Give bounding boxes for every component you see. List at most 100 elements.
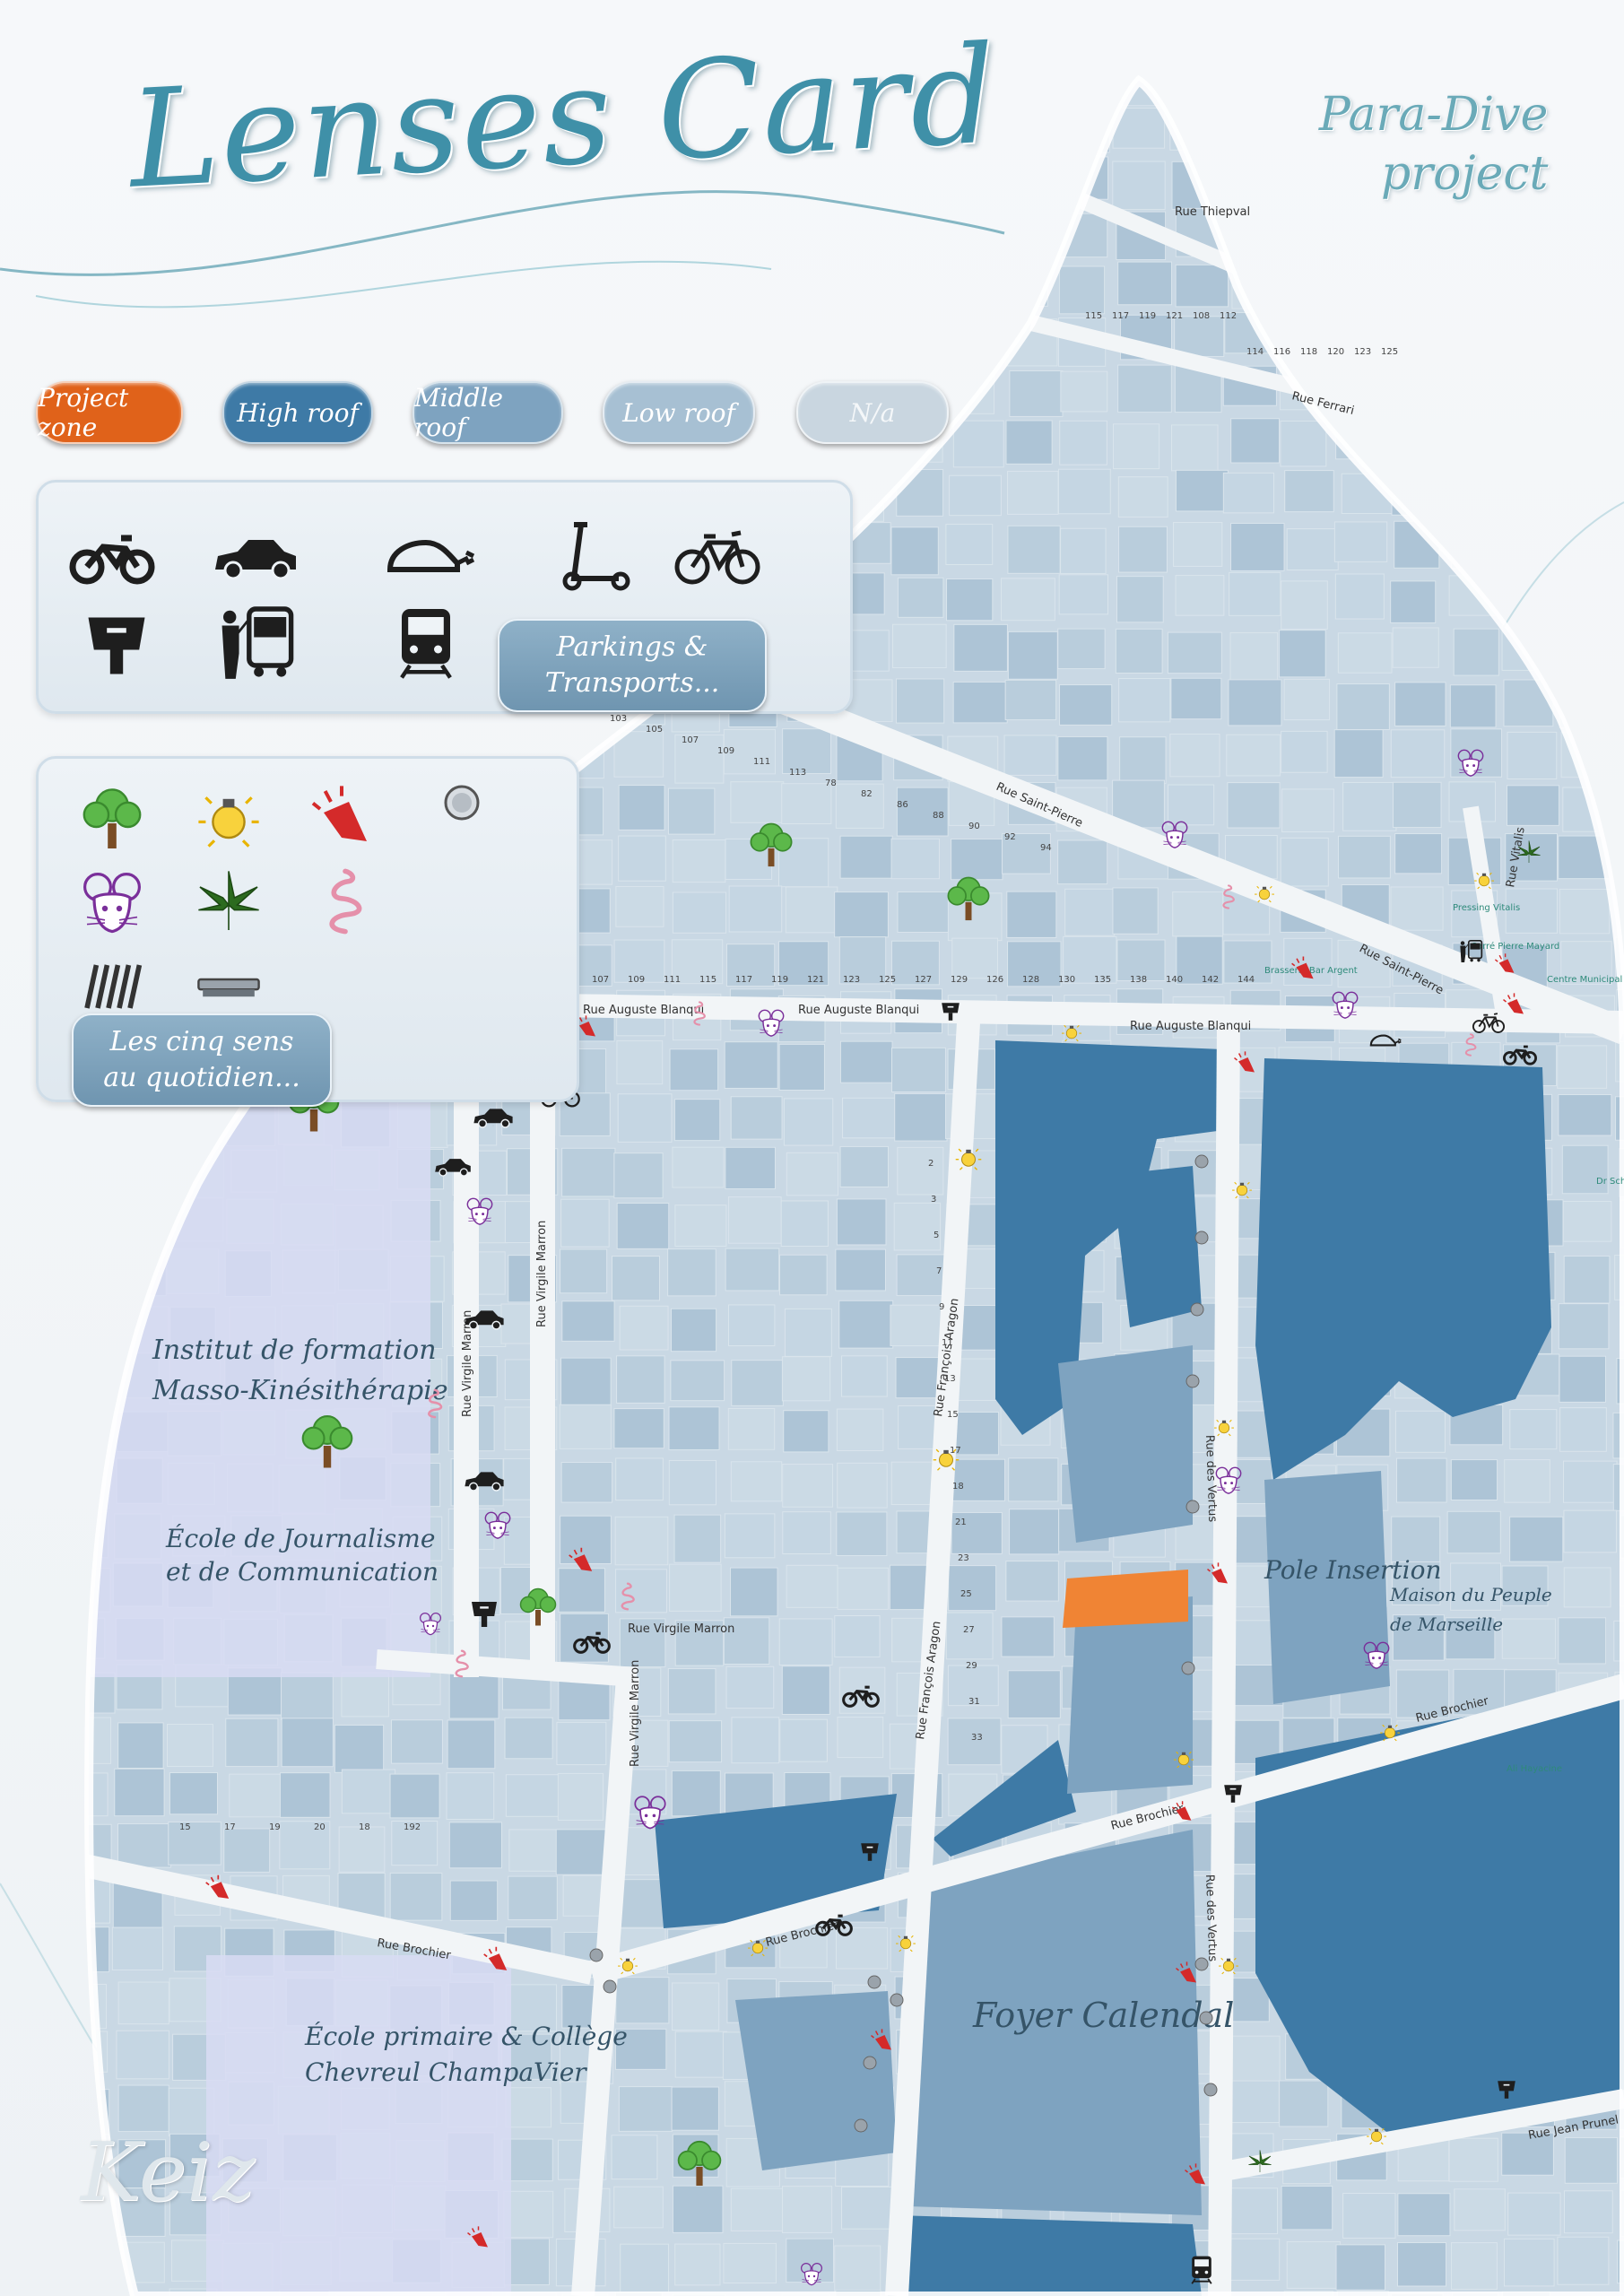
house-number: 138 xyxy=(1130,975,1147,985)
signature-text: Keiz xyxy=(81,2126,256,2220)
place-label: Institut de formation xyxy=(152,1335,437,1366)
house-number: 107 xyxy=(682,735,699,745)
noise-horn-icon xyxy=(1171,1801,1192,1821)
transport-label-line1: Parkings & xyxy=(556,631,708,663)
streetlight-icon xyxy=(1380,1724,1400,1742)
house-number: 109 xyxy=(717,746,734,756)
rat-icon xyxy=(758,1009,785,1037)
bollard-icon xyxy=(1194,1154,1209,1169)
rat-icon xyxy=(76,865,148,941)
parking-meter-icon xyxy=(861,1843,879,1861)
noise-horn-icon xyxy=(1503,993,1524,1014)
motorcycle-icon xyxy=(815,1914,853,1936)
noise-horn-icon xyxy=(1291,956,1314,979)
streetlight-icon xyxy=(933,1448,960,1471)
rat-icon xyxy=(1363,1641,1390,1669)
place-label: Chevreul ChampaVier xyxy=(305,2057,587,2087)
grate-icon xyxy=(76,951,148,1026)
rat-icon xyxy=(634,1796,666,1830)
streetlight-icon xyxy=(1232,1181,1252,1199)
smell-icon xyxy=(309,865,381,941)
streetlight-icon xyxy=(618,1957,638,1975)
car-icon xyxy=(473,1109,513,1128)
place-label: de Marseille xyxy=(1390,1613,1503,1635)
bollard-icon xyxy=(1203,2083,1218,2097)
house-number: 135 xyxy=(1094,975,1111,985)
house-number: 119 xyxy=(771,975,788,985)
scooter-icon xyxy=(547,511,637,604)
smell-icon xyxy=(693,1001,706,1026)
street-label: Rue Virgile Marron xyxy=(461,1310,474,1417)
tree-icon xyxy=(677,2140,722,2186)
noise-horn-icon xyxy=(1207,1562,1228,1584)
car-icon xyxy=(465,1472,504,1492)
house-number: 121 xyxy=(807,975,824,985)
smell-icon xyxy=(1222,884,1235,909)
house-number: 118 xyxy=(1300,347,1317,357)
cannabis-icon xyxy=(193,865,265,941)
tram-icon xyxy=(1191,2256,1212,2284)
bicycle-icon xyxy=(673,511,762,604)
legend-high-roof: High roof xyxy=(222,381,373,444)
house-number: 120 xyxy=(1327,347,1344,357)
noise-horn-icon xyxy=(205,1874,230,1899)
motorcycle-icon xyxy=(67,511,157,604)
house-number: 103 xyxy=(610,714,627,724)
house-number: 112 xyxy=(1220,311,1237,321)
noise-horn-icon xyxy=(1494,953,1515,973)
rat-icon xyxy=(1457,749,1484,777)
streetlight-icon xyxy=(1219,1957,1238,1975)
house-number: 123 xyxy=(843,975,860,985)
house-number: 114 xyxy=(1246,347,1264,357)
noise-horn-icon xyxy=(309,780,381,856)
street-label: Rue Auguste Blanqui xyxy=(583,1004,704,1017)
bollard-icon xyxy=(1185,1374,1200,1388)
street-label: Rue Virgile Marron xyxy=(628,1622,734,1636)
car-icon xyxy=(211,511,300,604)
senses-panel-label: Les cinq sens au quotidien... xyxy=(72,1013,332,1107)
house-number: 142 xyxy=(1202,975,1219,985)
legend-n-a: N/a xyxy=(796,381,949,444)
house-number: 31 xyxy=(968,1697,980,1707)
senses-label-line2: au quotidien... xyxy=(103,1062,300,1093)
tree-icon xyxy=(301,1415,353,1468)
car-icon xyxy=(465,1310,504,1330)
project-name-line2: project xyxy=(1381,147,1549,201)
house-number: 127 xyxy=(915,975,932,985)
transport-panel-label: Parkings & Transports... xyxy=(498,619,767,712)
house-number: 192 xyxy=(404,1822,421,1832)
house-number: 107 xyxy=(592,975,609,985)
street-label: Rue Auguste Blanqui xyxy=(1130,1020,1251,1033)
house-number: 88 xyxy=(933,811,944,821)
bollard-icon xyxy=(854,2118,868,2133)
house-number: 113 xyxy=(789,768,806,778)
house-number: 15 xyxy=(179,1822,191,1832)
cannabis-icon xyxy=(1517,840,1541,864)
smell-icon xyxy=(455,1649,469,1678)
noise-horn-icon xyxy=(467,2226,488,2248)
bollard-icon xyxy=(1185,1500,1200,1514)
poi-label: Centre Municipal d'Animation Conception xyxy=(1547,975,1624,985)
poi-label: Ali Hayacine xyxy=(1507,1764,1562,1774)
house-number: 108 xyxy=(1193,311,1210,321)
house-number: 15 xyxy=(947,1410,959,1420)
tram-icon xyxy=(386,601,466,685)
streetlight-icon xyxy=(193,780,265,856)
streetlight-icon xyxy=(1174,1751,1194,1769)
project-name-line1: Para-Dive xyxy=(1318,88,1549,142)
motorcycle-icon xyxy=(573,1631,611,1654)
tree-icon xyxy=(750,822,793,867)
street-label: Rue des Vertus xyxy=(1203,1435,1219,1523)
house-number: 115 xyxy=(1085,311,1102,321)
smell-icon xyxy=(621,1582,635,1611)
house-number: 117 xyxy=(735,975,752,985)
parking-meter-icon xyxy=(942,1003,960,1021)
streetlight-icon xyxy=(1367,2127,1386,2145)
rat-icon xyxy=(801,2263,823,2286)
artist-signature: Keiz xyxy=(81,2126,255,2220)
project-name: Para-Dive project xyxy=(1264,85,1549,204)
house-number: 116 xyxy=(1273,347,1290,357)
bollard-icon xyxy=(1199,2011,1213,2025)
